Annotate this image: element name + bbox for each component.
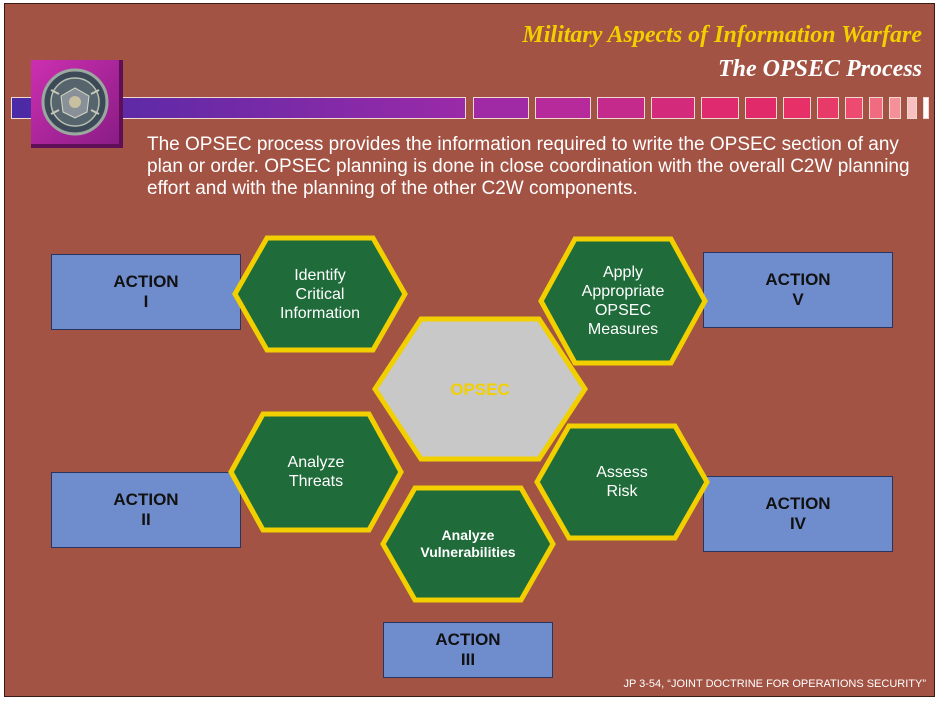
action-label-1: ACTION I <box>113 272 179 311</box>
hex-identify-critical-information <box>232 235 408 353</box>
hex-opsec-center <box>372 316 588 462</box>
seal-emblem-icon <box>31 60 123 148</box>
action-box-1: ACTION I <box>51 254 241 330</box>
intro-paragraph: The OPSEC process provides the informati… <box>147 134 910 199</box>
action-box-4: ACTION IV <box>703 476 893 552</box>
hex-apply-opsec-measures <box>538 236 708 366</box>
action-box-3: ACTION III <box>383 622 553 678</box>
slide-title: Military Aspects of Information Warfare <box>522 22 922 48</box>
action-label-4: ACTION IV <box>765 494 831 533</box>
action-label-2: ACTION II <box>113 490 179 529</box>
hex-analyze-threats <box>228 411 404 533</box>
action-box-5: ACTION V <box>703 252 893 328</box>
decorative-header-bar <box>11 97 931 121</box>
action-label-3: ACTION III <box>435 630 501 669</box>
source-citation: JP 3-54, “JOINT DOCTRINE FOR OPERATIONS … <box>623 678 926 690</box>
action-label-5: ACTION V <box>765 270 831 309</box>
slide-subtitle: The OPSEC Process <box>718 56 922 82</box>
hex-assess-risk <box>534 423 710 541</box>
hex-analyze-vulnerabilities <box>380 485 556 603</box>
slide: Military Aspects of Information Warfare … <box>4 3 935 697</box>
action-box-2: ACTION II <box>51 472 241 548</box>
opsec-cycle-diagram <box>228 235 710 603</box>
